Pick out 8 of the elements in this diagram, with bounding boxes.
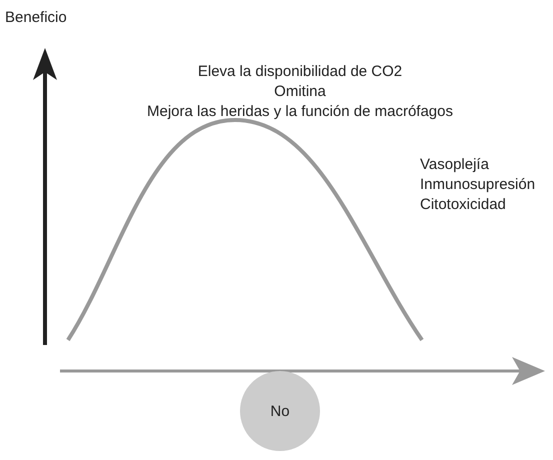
risk-text: Citotoxicidad <box>420 195 506 215</box>
benefit-text: Mejora las heridas y la función de macrófagos <box>147 102 453 122</box>
risk-text: Vasoplejía <box>420 155 489 175</box>
benefit-text: Eleva la disponibilidad de CO2 <box>198 62 402 82</box>
benefit-text: Omitina <box>274 82 326 102</box>
axis-title: Beneficio <box>5 8 67 28</box>
dose-circle: No <box>240 371 320 451</box>
risk-text: Inmunosupresión <box>420 175 536 195</box>
